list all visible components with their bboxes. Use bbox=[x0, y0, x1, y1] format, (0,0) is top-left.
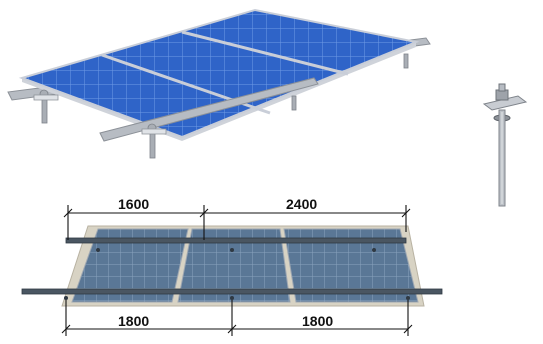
panel-array-edge bbox=[22, 42, 416, 141]
rail-bolts bbox=[64, 248, 410, 300]
dimension-lines-bottom bbox=[61, 300, 413, 336]
dimension-label-1800-left: 1800 bbox=[118, 313, 149, 329]
dimension-lines-top bbox=[63, 205, 411, 240]
panel-right bbox=[283, 228, 419, 303]
dimension-label-1600: 1600 bbox=[118, 196, 149, 212]
dimension-label-1800-right: 1800 bbox=[302, 313, 333, 329]
rail-top bbox=[65, 237, 407, 244]
clamp-nut-top bbox=[498, 83, 506, 92]
bracket-feet bbox=[33, 94, 167, 135]
solar-panel-array-top-view: 1600 2400 1800 1800 bbox=[21, 196, 443, 336]
panel-left bbox=[71, 228, 189, 303]
rail-bottom bbox=[21, 288, 443, 295]
panel-array-surface bbox=[18, 8, 420, 139]
dimension-label-2400: 2400 bbox=[286, 196, 317, 212]
solar-panel-array-3d bbox=[7, 8, 431, 159]
mounting-bolt-clamp bbox=[482, 83, 528, 207]
panel-divider bbox=[181, 30, 349, 76]
panel-middle bbox=[177, 228, 291, 303]
